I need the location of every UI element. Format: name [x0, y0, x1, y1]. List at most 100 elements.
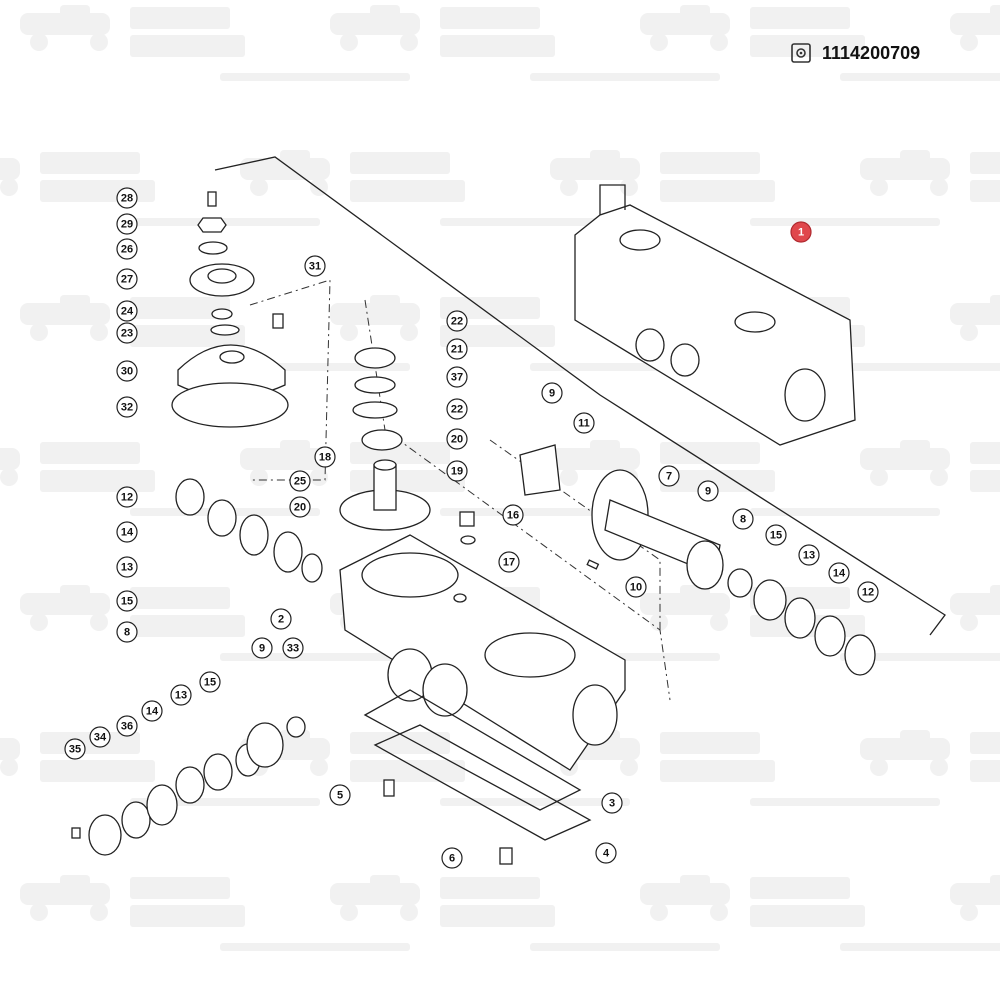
- callout-label: 20: [294, 502, 306, 514]
- bottom-seal-stack: [71, 716, 306, 856]
- callout-35[interactable]: 35: [64, 738, 86, 760]
- callout-3[interactable]: 3: [601, 792, 623, 814]
- callout-8[interactable]: 8: [116, 621, 138, 643]
- callout-label: 11: [578, 418, 590, 430]
- watermark-logo-shape: [950, 585, 1000, 631]
- watermark-logo-shape: [860, 150, 1000, 202]
- callout-2[interactable]: 2: [270, 608, 292, 630]
- callout-label: 9: [259, 643, 265, 655]
- callout-label: 36: [121, 721, 133, 733]
- callout-19[interactable]: 19: [446, 460, 468, 482]
- callout-label: 8: [124, 627, 130, 639]
- callout-17[interactable]: 17: [498, 551, 520, 573]
- axis-line: [249, 279, 331, 481]
- callout-label: 15: [770, 530, 782, 542]
- callout-label: 15: [204, 677, 216, 689]
- callout-10[interactable]: 10: [625, 576, 647, 598]
- callout-label: 19: [451, 466, 463, 478]
- callout-label: 26: [121, 244, 133, 256]
- callout-11[interactable]: 11: [573, 412, 595, 434]
- callout-8[interactable]: 8: [732, 508, 754, 530]
- watermark-logo-shape: [550, 440, 940, 516]
- watermark-logo-shape: [20, 585, 410, 661]
- callout-label: 17: [503, 557, 515, 569]
- top-cover-stack: [171, 191, 289, 428]
- callout-13[interactable]: 13: [116, 556, 138, 578]
- callout-label: 1: [798, 227, 804, 239]
- callout-6[interactable]: 6: [441, 847, 463, 869]
- callout-20[interactable]: 20: [289, 496, 311, 518]
- callout-26[interactable]: 26: [116, 238, 138, 260]
- callout-29[interactable]: 29: [116, 213, 138, 235]
- callout-25[interactable]: 25: [289, 470, 311, 492]
- callout-label: 25: [294, 476, 306, 488]
- callout-23[interactable]: 23: [116, 322, 138, 344]
- callout-12[interactable]: 12: [857, 581, 879, 603]
- callout-21[interactable]: 21: [446, 338, 468, 360]
- callout-33[interactable]: 33: [282, 637, 304, 659]
- callout-9[interactable]: 9: [251, 637, 273, 659]
- pinion-shaft: [459, 444, 876, 676]
- callout-37[interactable]: 37: [446, 366, 468, 388]
- callout-30[interactable]: 30: [116, 360, 138, 382]
- callout-label: 35: [69, 744, 81, 756]
- callout-22[interactable]: 22: [446, 398, 468, 420]
- callout-12[interactable]: 12: [116, 486, 138, 508]
- assembled-gearbox: [574, 184, 856, 446]
- callout-14[interactable]: 14: [828, 562, 850, 584]
- callout-label: 23: [121, 328, 133, 340]
- callout-label: 2: [278, 614, 284, 626]
- watermark-logo-shape: [950, 295, 1000, 341]
- callout-22[interactable]: 22: [446, 310, 468, 332]
- watermark-logo-shape: [20, 875, 410, 951]
- callout-28[interactable]: 28: [116, 187, 138, 209]
- callout-13[interactable]: 13: [170, 684, 192, 706]
- callout-label: 33: [287, 643, 299, 655]
- callout-label: 6: [449, 853, 455, 865]
- callout-label: 12: [862, 587, 874, 599]
- callout-label: 14: [833, 568, 846, 580]
- axis-line: [489, 439, 661, 630]
- callout-24[interactable]: 24: [116, 300, 138, 322]
- callout-15[interactable]: 15: [199, 671, 221, 693]
- callout-label: 7: [666, 471, 672, 483]
- callout-20[interactable]: 20: [446, 428, 468, 450]
- watermark-logo-shape: [860, 440, 1000, 492]
- callout-16[interactable]: 16: [502, 504, 524, 526]
- watermark-logo-shape: [640, 875, 1000, 951]
- callout-label: 9: [549, 388, 555, 400]
- callout-label: 14: [146, 706, 159, 718]
- callout-9[interactable]: 9: [697, 480, 719, 502]
- callout-label: 9: [705, 486, 711, 498]
- callout-34[interactable]: 34: [89, 726, 111, 748]
- callout-32[interactable]: 32: [116, 396, 138, 418]
- callout-18[interactable]: 18: [314, 446, 336, 468]
- callout-7[interactable]: 7: [658, 465, 680, 487]
- callout-label: 13: [175, 690, 187, 702]
- callout-highlighted-1[interactable]: 1: [790, 221, 812, 243]
- callout-label: 5: [337, 790, 343, 802]
- callout-label: 18: [319, 452, 331, 464]
- callout-14[interactable]: 14: [116, 521, 138, 543]
- watermark-logo-shape: [950, 875, 1000, 921]
- left-seal-stack: [175, 478, 323, 583]
- callout-36[interactable]: 36: [116, 715, 138, 737]
- callout-label: 22: [451, 316, 463, 328]
- callout-4[interactable]: 4: [595, 842, 617, 864]
- callout-9[interactable]: 9: [541, 382, 563, 404]
- callout-27[interactable]: 27: [116, 268, 138, 290]
- callout-label: 3: [609, 798, 615, 810]
- callout-13[interactable]: 13: [798, 544, 820, 566]
- callout-label: 10: [630, 582, 642, 594]
- callout-label: 8: [740, 514, 746, 526]
- callout-15[interactable]: 15: [116, 590, 138, 612]
- callout-label: 29: [121, 219, 133, 231]
- callout-31[interactable]: 31: [304, 255, 326, 277]
- part-number: 1114200709: [822, 42, 921, 63]
- callout-5[interactable]: 5: [329, 784, 351, 806]
- watermark-logo-shape: [330, 5, 720, 81]
- callout-15[interactable]: 15: [765, 524, 787, 546]
- gearbox-housing: [339, 534, 626, 865]
- callout-14[interactable]: 14: [141, 700, 163, 722]
- callout-label: 22: [451, 404, 463, 416]
